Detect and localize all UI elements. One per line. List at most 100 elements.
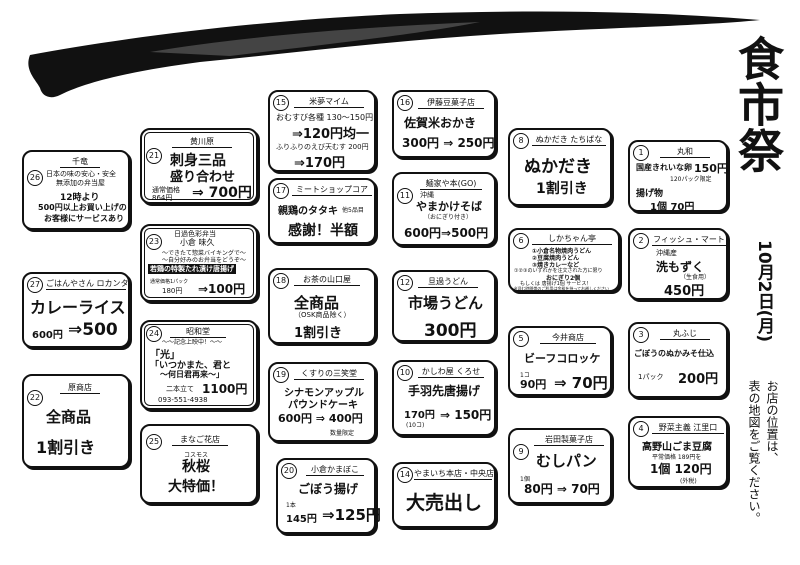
price-line: 600円 ⇒ 400円 — [278, 412, 363, 425]
item-line: ふりふりのえび天むす 200円 — [276, 143, 369, 151]
price-line: 1個 120円 — [650, 462, 712, 476]
item-line: 「光」 — [150, 350, 180, 361]
shop-number: 25 — [146, 434, 162, 450]
phone-number: 093-551-4938 — [158, 396, 208, 404]
shop-number: 11 — [397, 188, 413, 204]
brush-stroke-decoration — [28, 11, 760, 98]
shop-name: やまいち本店・中央店 — [414, 469, 494, 480]
shop-number: 3 — [633, 327, 649, 343]
shop-card-4: 4 野菜主義 江里口 高野山ごま豆腐 平常価格 189円を 1個 120円 (外… — [628, 416, 728, 488]
price-line: 150円 — [694, 162, 728, 175]
shop-name: ごはんやさん ロカンタ — [46, 279, 129, 290]
shop-name: 小倉 味久 — [180, 238, 215, 247]
item-line: 国産きれいな卵 — [636, 163, 692, 172]
shop-number: 5 — [513, 331, 529, 347]
item-line: ②豆腐焼肉うどん — [532, 255, 580, 262]
shop-number: 9 — [513, 444, 529, 460]
item-line: 市場うどん — [408, 294, 484, 312]
shop-card-14: 14 やまいち本店・中央店 大売出し — [392, 462, 496, 528]
shop-card-1: 1 丸和 国産きれいな卵 150円 120パック限定 揚げ物 1個 70円 — [628, 140, 728, 213]
shop-number: 10 — [397, 365, 413, 381]
shop-card-20: 20 小倉かまぼこ ごぼう揚げ 1本 145円 ⇒125円 — [276, 458, 381, 534]
shop-name: ミートショップコア — [292, 184, 372, 196]
item-line: パウンドケーキ — [288, 400, 358, 411]
item-line: ぬかだき — [524, 157, 592, 177]
shop-card-23: 23 日過色彩弁当 小倉 味久 ～できたて惣菜バイキングで～ ～自分好みのお弁当… — [140, 224, 258, 302]
note-line: 12時より — [60, 193, 100, 203]
item-line: 沖縄産 — [656, 249, 677, 257]
shop-number: 1 — [633, 145, 649, 161]
shop-number: 6 — [513, 233, 529, 249]
shop-name: くすりの三笑堂 — [294, 368, 364, 380]
shop-number: 24 — [146, 326, 162, 342]
shop-number: 18 — [273, 273, 289, 289]
shop-card-11: 11 麺家や本(GO) 沖縄 やまかけそば （おにぎり付き） 600円⇒500円 — [392, 172, 496, 246]
shop-number: 21 — [146, 148, 162, 164]
location-note-2: 表の地図をご覧ください。 — [747, 380, 761, 524]
item-line: やまかけそば — [416, 200, 482, 213]
price-line: 1割引き — [536, 181, 588, 197]
shop-card-21: 21 黄川原 刺身三品 盛り合わせ 通常価格 864円 ⇒ 700円 — [140, 128, 258, 204]
price-line: 600円⇒500円 — [404, 226, 489, 240]
item-line: 手羽先唐揚げ — [408, 384, 481, 398]
note-line: （おにぎり付き） — [424, 214, 473, 221]
price-line: 1100円 — [202, 382, 248, 396]
note-line: （生食用） — [680, 274, 711, 281]
note-line: 数量限定 — [330, 430, 355, 437]
item-line: 揚げ物 — [636, 189, 664, 199]
shop-name: 丸ふじ — [660, 328, 710, 340]
shop-number: 23 — [146, 234, 162, 250]
location-note-1: お店の位置は、 — [765, 380, 779, 464]
item-line: ③焼きカレーなど — [532, 262, 580, 269]
shop-card-18: 18 お茶の山口屋 全商品 （OSK商品除く） 1割引き — [268, 268, 376, 344]
shop-card-15: 15 米夢マイム おむすび各種 130～150円 ⇒120円均一 ふりふりのえび… — [268, 90, 376, 172]
price-line: ⇒125円 — [322, 506, 381, 524]
shop-number: 16 — [397, 95, 413, 111]
note-line: 1個 — [520, 476, 530, 483]
note-line: 平常価格 189円を — [652, 454, 702, 461]
price-line: 170円 — [404, 410, 435, 421]
shop-number: 8 — [513, 133, 529, 149]
price-line: ⇒100円 — [198, 282, 246, 296]
shop-number: 22 — [27, 390, 43, 406]
note-line: 1パック — [638, 373, 664, 381]
shop-name: 千竜 — [60, 156, 100, 168]
shop-name: 黄川原 — [172, 136, 232, 148]
shop-name: 今井商店 — [540, 332, 596, 344]
shop-number: 20 — [281, 463, 297, 479]
item-line: 刺身三品 — [170, 153, 226, 169]
price-line: 600円 — [32, 330, 63, 341]
item-line: 洗もずく — [656, 260, 705, 274]
shop-card-16: 16 伊藤豆菓子店 佐賀米おかき 300円 ⇒ 250円 — [392, 90, 496, 158]
shop-number: 19 — [273, 367, 289, 383]
item-line: 秋桜 — [182, 459, 210, 475]
item-line: 沖縄 — [420, 191, 434, 199]
price-line: ⇒ 700円 — [192, 185, 252, 201]
note-line: コスモス — [184, 452, 209, 459]
shop-card-9: 9 岩田製菓子店 むしパン 1個 80円 ⇒ 70円 — [508, 428, 612, 504]
note-line: もしくは 唐揚げ1個 サービス！ — [520, 281, 592, 287]
note-line: (外税) — [680, 478, 697, 485]
note-line: 日本の味の安心・安全 — [46, 170, 116, 178]
note-line: （OSK商品除く） — [294, 311, 351, 319]
price-line: 感謝！半額 — [288, 223, 358, 239]
price-line: 180円 — [162, 287, 183, 295]
shop-name: 昭和堂 — [170, 326, 226, 338]
item-line: カレーライス — [30, 298, 126, 317]
shop-name: しかちゃん亭 — [532, 233, 612, 245]
shop-name: 小倉かまぼこ — [306, 464, 364, 476]
price-line: ⇒500 — [68, 320, 118, 340]
shop-card-2: 2 フィッシュ・マート 沖縄産 洗もずく （生食用） 450円 — [628, 228, 728, 300]
shop-name: 旦過うどん — [418, 276, 478, 288]
note-line: 他5品目 — [342, 207, 364, 214]
note-line: 通常価格1パック — [150, 279, 189, 285]
shop-name: 岩田製菓子店 — [534, 434, 604, 446]
item-line: ごぼうのぬかみそ仕込 — [634, 349, 714, 358]
item-line: 高野山ごま豆腐 — [642, 442, 712, 453]
note-line: 1コ — [520, 372, 530, 379]
note-line: 無添加の弁当屋 — [56, 179, 105, 187]
shop-card-3: 3 丸ふじ ごぼうのぬかみそ仕込 1パック 200円 — [628, 322, 728, 398]
item-line: 盛り合わせ — [170, 170, 236, 185]
price-line: 300円 ⇒ 250円 — [402, 136, 495, 150]
shop-card-19: 19 くすりの三笑堂 シナモンアップル パウンドケーキ 600円 ⇒ 400円 … — [268, 362, 376, 442]
